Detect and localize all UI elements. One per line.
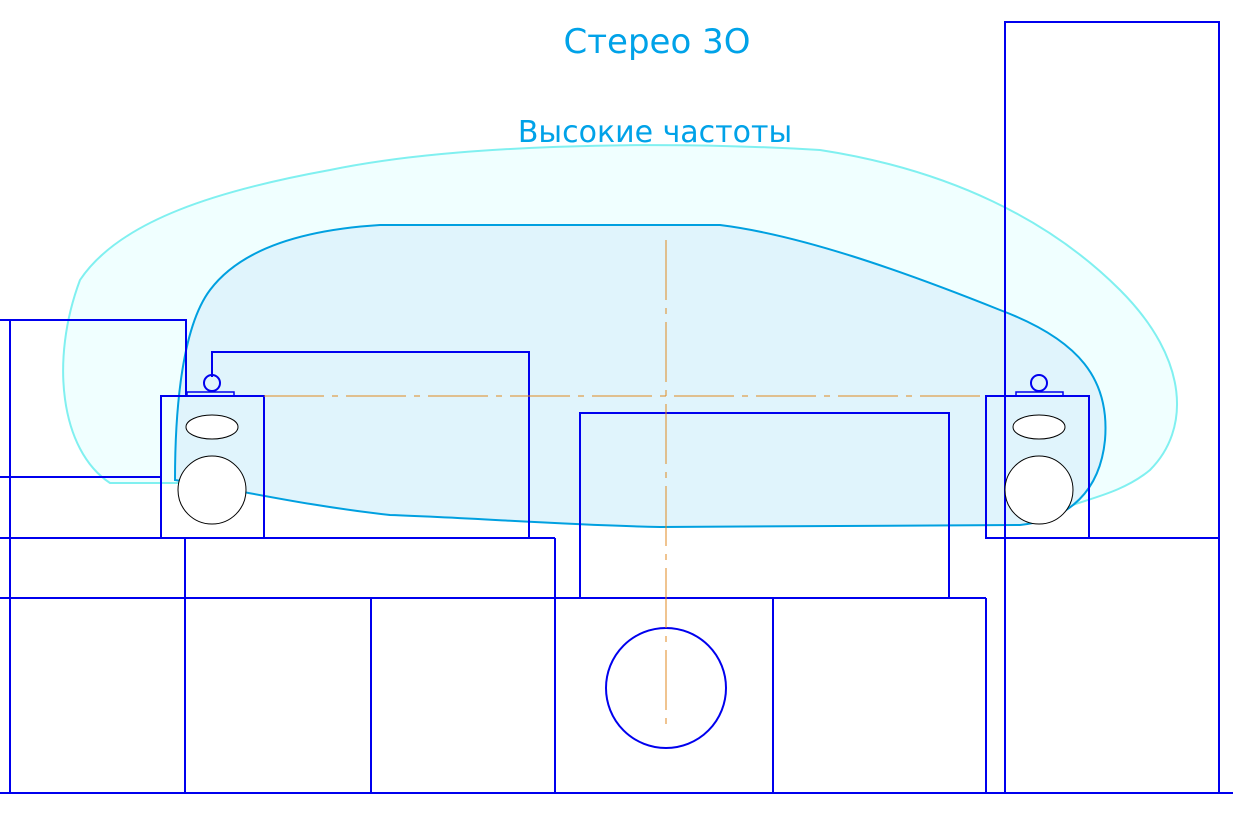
woofer: [1004, 455, 1074, 525]
axis-lines: [264, 240, 986, 728]
tweeter: [185, 414, 239, 440]
left-speaker: [160, 374, 265, 539]
tweeter: [1012, 414, 1066, 440]
right-speaker: [985, 374, 1090, 539]
zone-label: Высокие частоты: [517, 115, 793, 150]
inner-sound-zone: [173, 224, 1107, 529]
woofer: [177, 455, 247, 525]
diagram-title: Стерео 3О: [563, 22, 751, 62]
walls-and-furniture: [0, 21, 1233, 794]
